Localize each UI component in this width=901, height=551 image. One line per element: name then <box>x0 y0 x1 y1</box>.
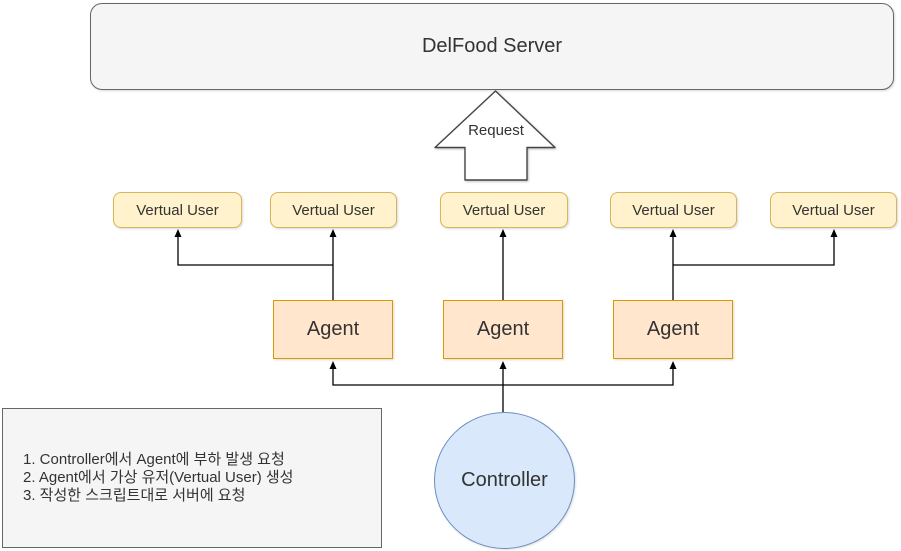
virtual-user-label: Vertual User <box>136 201 219 219</box>
agent-box-2: Agent <box>443 300 563 359</box>
virtual-user-label: Vertual User <box>292 201 375 219</box>
virtual-user-label: Vertual User <box>462 201 546 219</box>
agent-box-3: Agent <box>613 300 733 359</box>
notes-line-3: 3. 작성한 스크립트대로 서버에 요청 <box>23 487 246 504</box>
controller-label: Controller <box>461 469 548 491</box>
agent-box-1: Agent <box>273 300 393 359</box>
notes-box: 1. Controller에서 Agent에 부하 발생 요청 2. Agent… <box>2 408 382 548</box>
virtual-user-box-3: Vertual User <box>440 192 568 228</box>
virtual-user-box-2: Vertual User <box>270 192 397 228</box>
connector-controller-to-agent1 <box>329 361 503 386</box>
request-label: Request <box>468 122 524 139</box>
virtual-user-box-4: Vertual User <box>610 192 737 228</box>
server-box: DelFood Server <box>90 3 894 90</box>
request-arrow-shape <box>434 90 556 181</box>
connector-controller-to-agent3 <box>503 361 677 386</box>
notes-line-1: 1. Controller에서 Agent에 부하 발생 요청 <box>23 451 285 468</box>
connector-agent1-to-vu1 <box>174 229 333 266</box>
virtual-user-box-1: Vertual User <box>113 192 242 228</box>
virtual-user-label: Vertual User <box>792 201 875 219</box>
virtual-user-label: Vertual User <box>632 201 715 219</box>
agent-label: Agent <box>306 318 360 340</box>
server-label: DelFood Server <box>421 35 563 57</box>
notes-line-2: 2. Agent에서 가상 유저(Vertual User) 생성 <box>23 469 294 486</box>
connector-agent3-to-vu5 <box>673 229 838 266</box>
agent-label: Agent <box>476 318 530 340</box>
controller-circle: Controller <box>434 412 575 549</box>
virtual-user-box-5: Vertual User <box>770 192 897 228</box>
agent-label: Agent <box>646 318 700 340</box>
